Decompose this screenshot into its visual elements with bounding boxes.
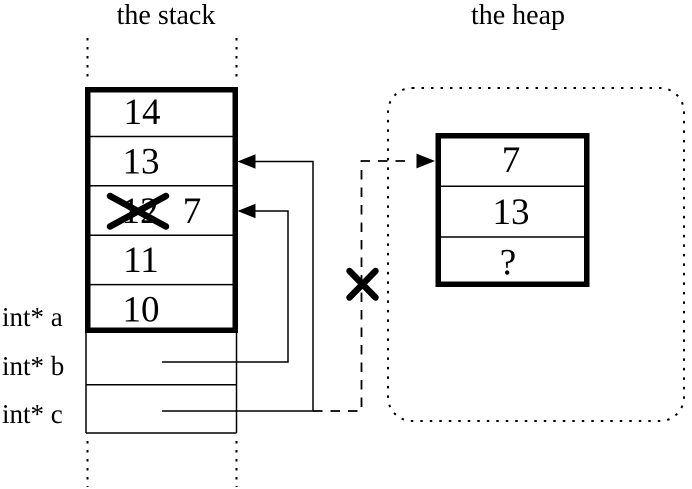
pointer-b-arrow	[162, 203, 289, 363]
heap-cell-value-7: 7	[502, 140, 521, 181]
pointer-b-arrowhead	[237, 203, 256, 219]
heap-title: the heap	[471, 0, 565, 31]
pointer-c-arrow	[162, 154, 314, 412]
heap-cell-dividers	[441, 185, 585, 238]
stack-cell-value-10: 10	[123, 290, 160, 331]
stack-title: the stack	[117, 0, 216, 31]
cross-out-x-icon	[106, 192, 170, 230]
pointer-c-arrowhead	[237, 154, 256, 169]
invalid-pointer-stroke-2	[346, 267, 379, 301]
heap-cell-value-unknown: ?	[500, 243, 516, 284]
heap-region-dotted-boundary	[387, 87, 685, 422]
stack-top-dotted-boundary	[86, 38, 238, 82]
stack-bottom-dotted-boundary	[86, 441, 238, 487]
pointer-label-c: int* c	[2, 399, 63, 429]
invalid-pointer-x-icon	[346, 267, 379, 301]
dangling-pointer-line	[313, 160, 413, 412]
pointer-c-line	[162, 160, 314, 412]
stack-cell-value-13: 13	[123, 142, 160, 183]
pointer-b-line	[162, 210, 289, 363]
stack-cell-value-14: 14	[124, 92, 161, 133]
pointer-label-b: int* b	[2, 351, 64, 381]
stack-cell-dividers	[90, 135, 235, 286]
stack-cell-value-11: 11	[123, 240, 159, 281]
stack-frame-box	[85, 87, 238, 333]
heap-cell-value-13: 13	[493, 192, 530, 233]
dangling-pointer-dashed-arrow	[313, 153, 435, 412]
pointer-label-a: int* a	[2, 302, 63, 332]
dangling-pointer-arrowhead	[416, 153, 435, 169]
heap-block-box	[435, 133, 590, 287]
cross-out-stroke-2	[106, 192, 170, 230]
pointer-variable-cells	[85, 333, 238, 434]
stack-cell-new-value-7: 7	[183, 191, 202, 232]
